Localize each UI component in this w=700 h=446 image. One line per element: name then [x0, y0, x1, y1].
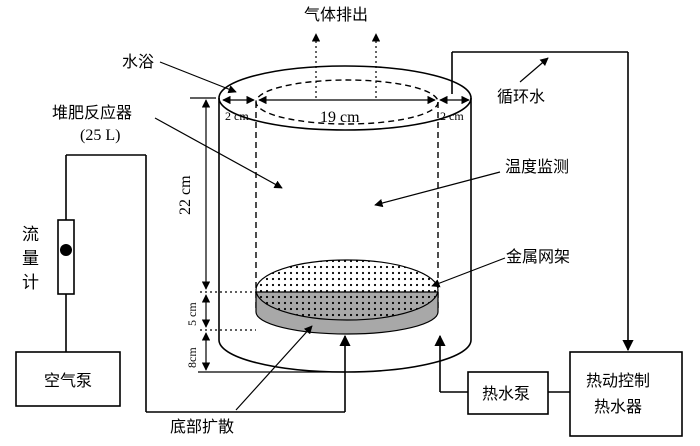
- water-bath-label: 水浴: [122, 52, 154, 71]
- hot-water-pump-label: 热水泵: [482, 384, 530, 403]
- gas-exhaust-label: 气体排出: [304, 5, 368, 24]
- grid-gap-dim: 5 cm: [185, 302, 199, 326]
- wall-right-dim: 2 cm: [440, 109, 464, 123]
- metal-grid-label: 金属网架: [506, 247, 570, 266]
- inner-reactor: [255, 79, 439, 312]
- flowmeter-tube: [57, 219, 75, 295]
- bottom-diffusion-pointer: [235, 325, 313, 411]
- temp-monitor-label: 温度监测: [505, 157, 569, 176]
- gas-exhaust-arrows: [311, 33, 381, 98]
- metal-grid-disc: [255, 259, 439, 321]
- flowmeter-label-1: 流: [22, 225, 39, 245]
- temp-monitor-pointer: [374, 171, 501, 208]
- left-dimension-lines: [190, 97, 345, 373]
- circulating-water-pointer: [519, 57, 549, 83]
- reactor-volume-label: (25 L): [80, 127, 120, 144]
- diameter-dim: 19 cm: [320, 109, 360, 126]
- air-pump-box: [15, 351, 121, 407]
- height-dim: 22 cm: [177, 175, 194, 215]
- heater-label-2: 热水器: [594, 397, 642, 416]
- heater-label-1: 热动控制: [586, 371, 650, 390]
- bottom-diffusion-label: 底部扩散: [170, 417, 234, 436]
- air-supply-line: [65, 154, 351, 413]
- bottom-gap-dim: 8cm: [185, 347, 199, 368]
- water-bath-pointer: [159, 61, 237, 94]
- hot-water-pump-box: [467, 371, 549, 415]
- metal-grid-pointer: [431, 257, 506, 288]
- reactor-name-label: 堆肥反应器: [52, 103, 132, 122]
- flowmeter-float: [60, 244, 72, 256]
- heater-box: [569, 351, 683, 437]
- air-pump-label: 空气泵: [44, 371, 92, 390]
- flowmeter-label-3: 计: [22, 273, 39, 293]
- water-circulation-loop: [434, 51, 634, 393]
- flowmeter-label-2: 量: [22, 249, 39, 269]
- circulating-water-label: 循环水: [497, 87, 545, 106]
- wall-left-dim: 2 cm: [225, 109, 249, 123]
- reactor-pointer: [154, 117, 283, 189]
